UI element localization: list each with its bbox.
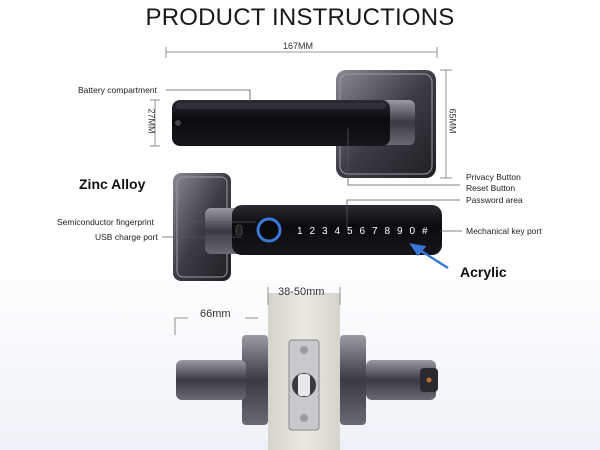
dim-handle-thickness: 27MM	[146, 108, 157, 134]
label-privacy: Privacy Button	[466, 172, 521, 182]
label-acrylic: Acrylic	[460, 264, 507, 280]
keypad-key: 7	[372, 226, 378, 237]
handle-body-bottom	[232, 205, 442, 255]
dim-backset: 66mm	[200, 308, 231, 320]
usb-port-icon	[235, 224, 243, 236]
acrylic-arrow	[409, 243, 449, 270]
keypad-key: #	[422, 226, 428, 237]
keypad-key: 0	[410, 226, 416, 237]
keypad-key: 5	[347, 226, 353, 237]
fingerprint-sensor-icon	[256, 217, 282, 243]
label-zinc-alloy: Zinc Alloy	[79, 176, 146, 192]
top-handle	[172, 70, 436, 178]
page-title: PRODUCT INSTRUCTIONS	[145, 4, 455, 31]
label-key: Mechanical key port	[466, 226, 542, 236]
keypad-key: 2	[310, 226, 316, 237]
keypad-key: 1	[297, 226, 303, 237]
battery-cover-icon	[175, 120, 181, 126]
dim-door-thickness: 38-50mm	[278, 286, 325, 298]
keypad-key: 6	[360, 226, 366, 237]
keypad-key: 3	[322, 226, 328, 237]
dim-length: 167MM	[283, 41, 314, 51]
label-reset: Reset Button	[466, 183, 516, 193]
keypad-key: 9	[397, 226, 403, 237]
handle-body-top	[172, 100, 390, 146]
keypad-key: 8	[385, 226, 391, 237]
installed-view	[176, 293, 438, 450]
label-password: Password area	[466, 195, 523, 205]
dim-height: 65MM	[447, 108, 458, 134]
label-battery: Battery compartment	[78, 85, 157, 95]
label-fingerprint: Semiconductor fingerprint	[57, 217, 154, 227]
keypad-key: 4	[335, 226, 341, 237]
label-usb: USB charge port	[95, 232, 158, 242]
